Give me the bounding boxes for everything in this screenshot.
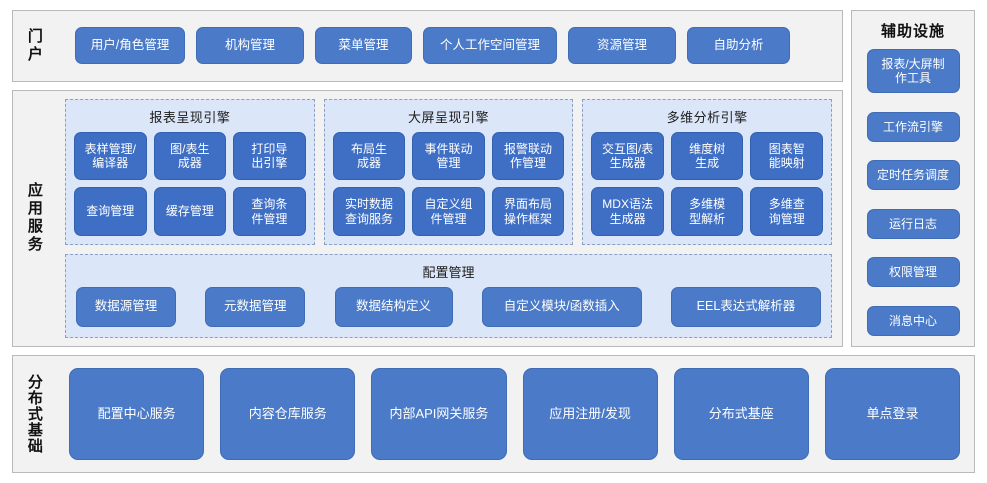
distributed-foundation-items: 配置中心服务 内容仓库服务 内部API网关服务 应用注册/发现 分布式基座 单点… — [55, 356, 974, 472]
portal-item-user-role-management[interactable]: 用户/角色管理 — [75, 27, 185, 65]
aux-item-message-center[interactable]: 消息中心 — [866, 305, 960, 336]
engine-item-chart-table-generator[interactable]: 图/表生 成器 — [153, 131, 227, 181]
engine-items-multidimensional-analysis: 交互图/表 生成器 维度树 生成 图表智 能映射 MDX语法 生成器 多维模 型… — [591, 131, 823, 236]
dist-item-config-center-service[interactable]: 配置中心服务 — [69, 368, 205, 460]
engine-item-custom-component-management[interactable]: 自定义组 件管理 — [412, 187, 485, 236]
config-item-eel-expression-parser[interactable]: EEL表达式解析器 — [671, 286, 821, 327]
config-management-title: 配置管理 — [422, 264, 475, 280]
auxiliary-facilities-title: 辅助设施 — [880, 23, 945, 40]
portal-band: 门户 用户/角色管理 机构管理 菜单管理 个人工作空间管理 资源管理 自助分析 — [12, 10, 843, 82]
dist-item-app-registration-discovery[interactable]: 应用注册/发现 — [522, 368, 658, 460]
config-item-datasource-management[interactable]: 数据源管理 — [76, 286, 176, 327]
portal-item-personal-workspace-management[interactable]: 个人工作空间管理 — [423, 27, 557, 65]
engine-report-presentation: 报表呈现引擎 表样管理/ 编译器 图/表生 成器 打印导 出引擎 查询管理 缓存… — [65, 98, 315, 245]
engine-title-report-presentation: 报表呈现引擎 — [149, 109, 231, 125]
engine-title-multidimensional-analysis: 多维分析引擎 — [666, 109, 748, 125]
engine-large-screen-presentation: 大屏呈现引擎 布局生 成器 事件联动 管理 报警联动 作管理 实时数据 查询服务… — [323, 98, 574, 245]
portal-item-organization-management[interactable]: 机构管理 — [196, 27, 304, 65]
engine-item-layout-generator[interactable]: 布局生 成器 — [332, 131, 406, 181]
aux-item-permission-management[interactable]: 权限管理 — [866, 257, 960, 288]
engine-item-ui-layout-operation-framework[interactable]: 界面布局 操作框架 — [491, 187, 565, 236]
dist-item-internal-api-gateway-service[interactable]: 内部API网关服务 — [371, 368, 507, 460]
engine-item-event-linkage-management[interactable]: 事件联动 管理 — [412, 131, 485, 181]
engine-item-realtime-data-query-service[interactable]: 实时数据 查询服务 — [332, 187, 406, 236]
engine-item-query-condition-management[interactable]: 查询条 件管理 — [233, 187, 306, 236]
application-services-content: 报表呈现引擎 表样管理/ 编译器 图/表生 成器 打印导 出引擎 查询管理 缓存… — [55, 91, 842, 346]
dist-item-content-repository-service[interactable]: 内容仓库服务 — [220, 368, 356, 460]
engine-item-multidimensional-model-parsing[interactable]: 多维模 型解析 — [670, 187, 744, 236]
application-services-band-label: 应用服务 — [25, 182, 43, 255]
distributed-foundation-band-label: 分布式基础 — [25, 374, 43, 454]
portal-band-label: 门户 — [25, 27, 43, 64]
dist-item-distributed-base[interactable]: 分布式基座 — [673, 368, 809, 460]
engine-items-large-screen-presentation: 布局生 成器 事件联动 管理 报警联动 作管理 实时数据 查询服务 自定义组 件… — [332, 131, 565, 236]
application-services-band: 应用服务 报表呈现引擎 表样管理/ 编译器 图/表生 成器 打印导 出引擎 查 — [12, 89, 843, 347]
engine-item-print-export-engine[interactable]: 打印导 出引擎 — [233, 131, 306, 181]
engine-item-template-management-compiler[interactable]: 表样管理/ 编译器 — [74, 131, 147, 181]
engine-multidimensional-analysis: 多维分析引擎 交互图/表 生成器 维度树 生成 图表智 能映射 MDX语法 生成… — [582, 98, 833, 245]
engines-row: 报表呈现引擎 表样管理/ 编译器 图/表生 成器 打印导 出引擎 查询管理 缓存… — [65, 98, 833, 245]
diagram-main-area: 门户 用户/角色管理 机构管理 菜单管理 个人工作空间管理 资源管理 自助分析 … — [12, 10, 975, 347]
engine-item-dimension-tree-generation[interactable]: 维度树 生成 — [670, 131, 744, 181]
portal-item-menu-management[interactable]: 菜单管理 — [315, 27, 412, 65]
auxiliary-facilities-items: 报表/大屏制 作工具 工作流引擎 定时任务调度 运行日志 权限管理 消息中心 — [852, 47, 974, 340]
config-item-metadata-management[interactable]: 元数据管理 — [205, 286, 306, 327]
engine-item-mdx-syntax-generator[interactable]: MDX语法 生成器 — [591, 187, 664, 236]
engine-item-interactive-chart-table-generator[interactable]: 交互图/表 生成器 — [591, 131, 664, 181]
engine-item-query-management[interactable]: 查询管理 — [74, 187, 147, 236]
portal-items: 用户/角色管理 机构管理 菜单管理 个人工作空间管理 资源管理 自助分析 — [63, 11, 842, 81]
auxiliary-facilities-band: 辅助设施 报表/大屏制 作工具 工作流引擎 定时任务调度 运行日志 权限管理 消… — [851, 10, 975, 347]
config-item-data-structure-definition[interactable]: 数据结构定义 — [334, 286, 453, 327]
engine-title-large-screen-presentation: 大屏呈现引擎 — [408, 109, 490, 125]
engine-item-chart-intelligent-mapping[interactable]: 图表智 能映射 — [750, 131, 823, 181]
distributed-foundation-band: 分布式基础 配置中心服务 内容仓库服务 内部API网关服务 应用注册/发现 分布… — [12, 355, 975, 473]
engine-item-multidimensional-query-management[interactable]: 多维查 询管理 — [750, 187, 823, 236]
portal-item-self-service-analysis[interactable]: 自助分析 — [687, 27, 790, 65]
config-item-custom-module-function-insertion[interactable]: 自定义模块/函数插入 — [481, 286, 642, 327]
left-column: 门户 用户/角色管理 机构管理 菜单管理 个人工作空间管理 资源管理 自助分析 … — [12, 10, 843, 347]
config-management-panel: 配置管理 数据源管理 元数据管理 数据结构定义 自定义模块/函数插入 EEL表达… — [65, 253, 832, 338]
portal-item-resource-management[interactable]: 资源管理 — [568, 27, 676, 65]
aux-item-runtime-log[interactable]: 运行日志 — [866, 208, 960, 239]
aux-item-scheduled-task-scheduling[interactable]: 定时任务调度 — [866, 160, 960, 191]
aux-item-workflow-engine[interactable]: 工作流引擎 — [866, 111, 960, 142]
config-management-items: 数据源管理 元数据管理 数据结构定义 自定义模块/函数插入 EEL表达式解析器 — [76, 286, 821, 327]
engine-item-alarm-linkage-action-management[interactable]: 报警联动 作管理 — [491, 131, 565, 181]
engine-items-report-presentation: 表样管理/ 编译器 图/表生 成器 打印导 出引擎 查询管理 缓存管理 查询条 … — [74, 131, 306, 236]
dist-item-single-sign-on[interactable]: 单点登录 — [824, 368, 961, 460]
aux-item-report-dashboard-authoring-tool[interactable]: 报表/大屏制 作工具 — [866, 49, 960, 93]
engine-item-cache-management[interactable]: 缓存管理 — [153, 187, 227, 236]
